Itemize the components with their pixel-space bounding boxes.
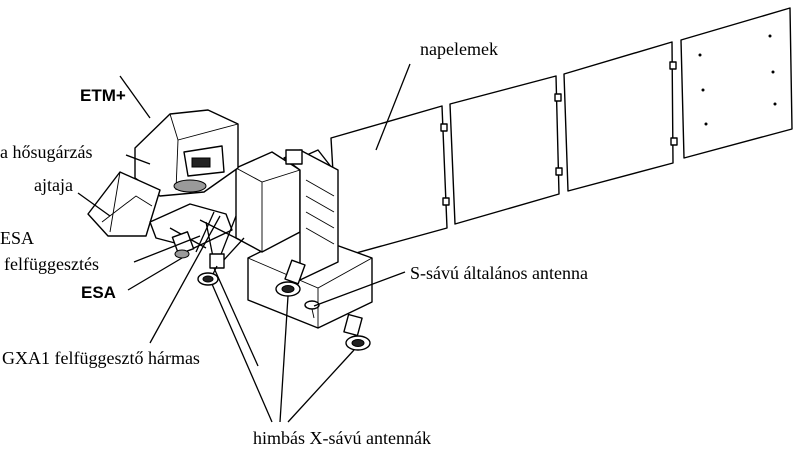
leader-esa-suspension bbox=[133, 235, 201, 263]
solar-panel-3 bbox=[563, 41, 674, 192]
leader-xband-1 bbox=[211, 283, 273, 423]
label-esa: ESA bbox=[81, 283, 116, 302]
leader-gxa1-a bbox=[149, 215, 221, 344]
x-band-antenna-3 bbox=[343, 313, 371, 351]
spacecraft-body bbox=[87, 109, 373, 351]
label-esa-suspension-line2: felfüggesztés bbox=[4, 254, 99, 274]
label-gimbaled-x-band: himbás X-sávú antennák bbox=[253, 428, 431, 448]
solar-panel-1 bbox=[330, 105, 448, 259]
panel-markers bbox=[698, 34, 777, 126]
label-esa-suspension-line1: ESA bbox=[0, 228, 34, 248]
solar-panel-4 bbox=[680, 7, 793, 159]
x-band-antenna-2 bbox=[275, 259, 306, 297]
esa-mount bbox=[149, 203, 233, 249]
leader-napelemek bbox=[375, 63, 411, 151]
middle-bus bbox=[235, 151, 301, 253]
label-s-band-antenna: S-sávú általános antenna bbox=[410, 263, 588, 283]
leader-gxa1-b bbox=[213, 267, 259, 367]
leader-xband-3 bbox=[287, 349, 355, 423]
leader-etm bbox=[119, 75, 151, 119]
x-band-antenna-1 bbox=[197, 265, 219, 286]
leader-lines bbox=[77, 63, 411, 423]
s-band-antenna bbox=[304, 300, 320, 319]
label-cooler-door-line1: a hősugárzás bbox=[0, 142, 92, 162]
leader-cooler bbox=[125, 154, 151, 165]
leader-s-band bbox=[313, 271, 406, 307]
solar-panel-2 bbox=[449, 75, 560, 225]
gxa1-tripod bbox=[205, 215, 245, 269]
panel-hinges bbox=[440, 61, 678, 206]
etm-aperture bbox=[173, 179, 207, 193]
label-etm: ETM+ bbox=[80, 86, 126, 105]
label-gxa1-tripod: GXA1 felfüggesztő hármas bbox=[2, 348, 200, 368]
leader-xband-2 bbox=[279, 295, 289, 423]
label-cooler-door-line2: ajtaja bbox=[34, 175, 73, 195]
leader-cooler-door bbox=[77, 192, 111, 217]
labels: napelemek ETM+ a hősugárzás ajtaja ESA f… bbox=[0, 39, 588, 448]
cooler-door bbox=[87, 171, 161, 237]
solar-array bbox=[299, 7, 793, 259]
label-solar-panels: napelemek bbox=[420, 39, 498, 59]
leader-esa bbox=[127, 257, 183, 291]
